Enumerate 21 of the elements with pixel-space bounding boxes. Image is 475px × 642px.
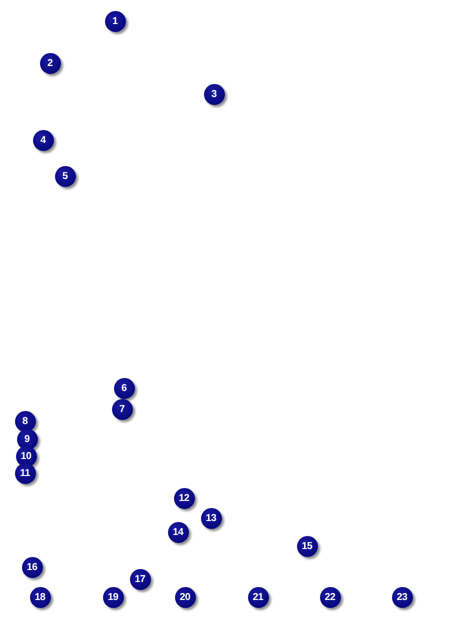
callout-number: 7 [112, 398, 132, 420]
callout-number: 21 [248, 586, 268, 608]
callout-number: 18 [30, 586, 50, 608]
callout-number: 12 [174, 488, 194, 508]
callout-number: 5 [54, 166, 76, 186]
callout-number: 22 [320, 586, 340, 608]
callout-number: 2 [40, 52, 60, 74]
callout-number: 11 [14, 462, 36, 484]
callout-number: 15 [296, 536, 318, 556]
callout-number: 6 [114, 378, 134, 398]
callout-number: 13 [200, 508, 222, 528]
callout-number: 20 [174, 586, 196, 608]
callout-number: 1 [104, 10, 126, 32]
callout-number: 16 [22, 556, 42, 578]
callout-number: 8 [14, 410, 36, 432]
callout-number: 4 [32, 130, 54, 150]
callout-number: 17 [130, 568, 150, 590]
callout-number: 3 [204, 84, 224, 104]
callout-number: 19 [102, 586, 124, 608]
callout-number: 14 [168, 522, 188, 542]
callout-number: 23 [392, 586, 412, 608]
